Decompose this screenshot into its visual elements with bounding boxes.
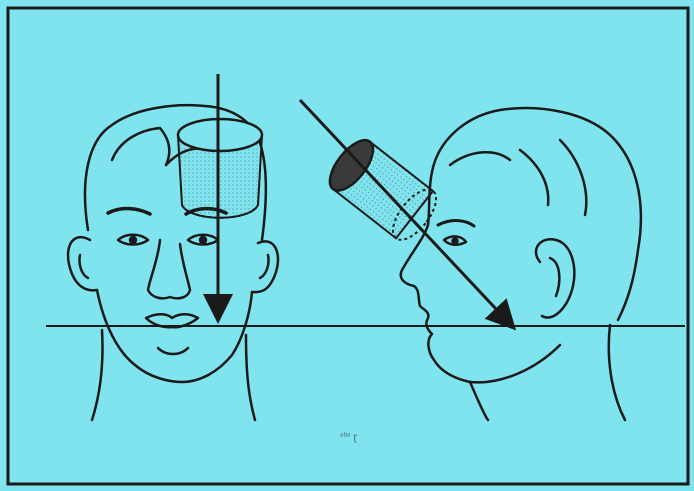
front-cylinder-top-rim (178, 119, 262, 151)
scribble-mark: ᵃᵇᵃ ɽ (340, 429, 357, 443)
front-view-cylinder (178, 119, 262, 218)
